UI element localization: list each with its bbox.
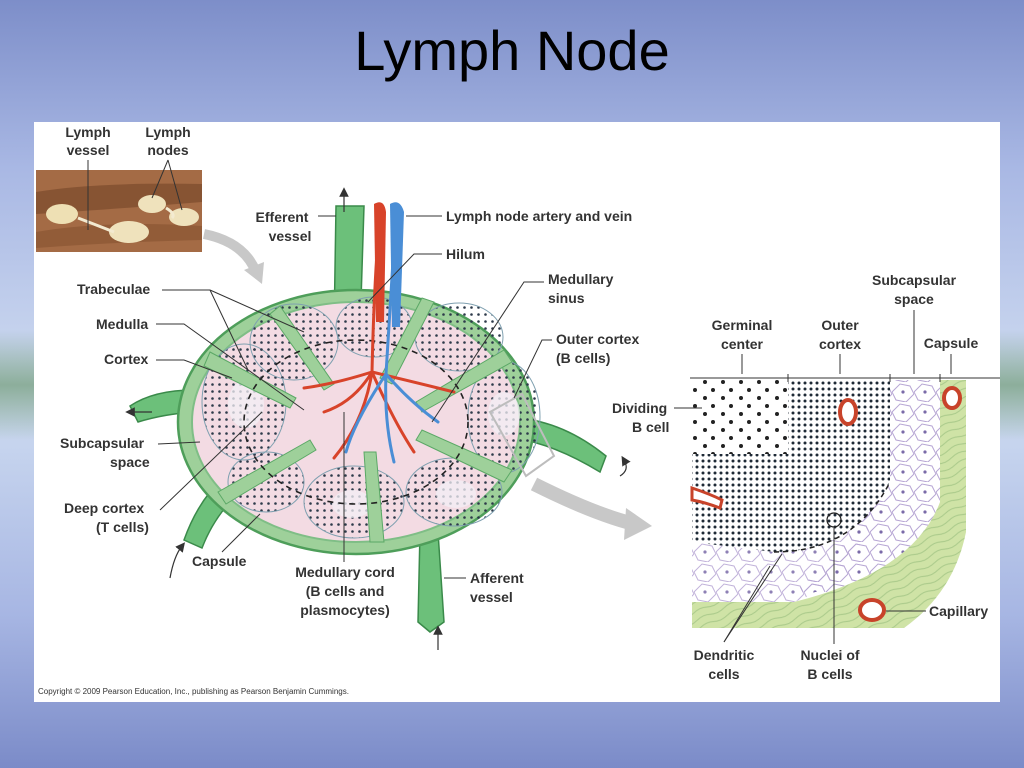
label-deep-cortex-1: Deep cortex <box>64 500 144 516</box>
detail-region-box <box>488 392 556 478</box>
label-trabeculae: Trabeculae <box>77 281 150 297</box>
label-subcapsular-detail-1: Subcapsular <box>872 272 957 288</box>
label-artery-vein: Lymph node artery and vein <box>446 208 632 224</box>
label-nuclei-2: B cells <box>807 666 852 682</box>
inset-photo <box>36 170 202 252</box>
label-subcapsular-2: space <box>110 454 150 470</box>
inset-arrow <box>202 229 261 275</box>
germinal-center-region <box>692 380 788 454</box>
deep-cortex-boundary <box>243 339 469 505</box>
label-dividing-1: Dividing <box>612 400 667 416</box>
label-nuclei-1: Nuclei of <box>800 647 859 663</box>
inset-labels: Lymph vessel Lymph nodes <box>65 124 191 230</box>
lymph-node-vein <box>390 202 404 327</box>
label-hilum: Hilum <box>446 246 485 262</box>
afferent-vessel-bottom <box>417 531 445 633</box>
b-cell-nucleus-marker <box>826 512 842 528</box>
label-medullary-cord-3: plasmocytes) <box>300 602 389 618</box>
label-efferent-1: Efferent <box>256 209 309 225</box>
label-deep-cortex-2: (T cells) <box>96 519 149 535</box>
label-lymph-vessel-2: vessel <box>67 142 110 158</box>
background-stripe-right <box>998 330 1024 440</box>
copyright-text: Copyright © 2009 Pearson Education, Inc.… <box>38 687 349 696</box>
label-dendritic-1: Dendritic <box>694 647 755 663</box>
label-medullary-sinus-2: sinus <box>548 290 585 306</box>
label-germinal-2: center <box>721 336 764 352</box>
lymph-node-diagram: Lymph vessel Lymph nodes <box>36 124 1000 696</box>
label-medulla: Medulla <box>96 316 148 332</box>
label-dendritic-2: cells <box>708 666 739 682</box>
label-afferent-1: Afferent <box>470 570 524 586</box>
label-medullary-sinus-1: Medullary <box>548 271 614 287</box>
label-capillary: Capillary <box>929 603 988 619</box>
label-outer-detail-2: cortex <box>819 336 861 352</box>
label-medullary-cord-1: Medullary cord <box>295 564 395 580</box>
slide-title: Lymph Node <box>354 19 670 82</box>
lymph-node-artery <box>374 202 386 322</box>
main-labels: Efferent vessel Lymph node artery and ve… <box>60 208 639 618</box>
capillary-bottom <box>858 598 886 622</box>
background-stripe-left <box>0 330 34 440</box>
label-outer-detail-1: Outer <box>821 317 859 333</box>
label-efferent-2: vessel <box>269 228 312 244</box>
label-medullary-cord-2: (B cells and <box>306 583 385 599</box>
label-subcapsular-1: Subcapsular <box>60 435 145 451</box>
detail-labels: Subcapsular space Germinal center Outer … <box>612 272 988 682</box>
label-afferent-2: vessel <box>470 589 513 605</box>
lymph-node-section <box>129 202 607 633</box>
capillary-top <box>838 398 858 426</box>
label-germinal-1: Germinal <box>712 317 773 333</box>
detail-arrow <box>530 477 636 531</box>
figure-panel: Lymph vessel Lymph nodes <box>34 122 1000 702</box>
label-lymph-vessel-1: Lymph <box>65 124 110 140</box>
label-cortex: Cortex <box>104 351 149 367</box>
detail-micrograph <box>690 374 1000 628</box>
inset-arrowhead <box>244 262 264 284</box>
follicle-boundary <box>773 481 891 553</box>
label-capsule-detail: Capsule <box>924 335 979 351</box>
label-lymph-nodes-2: nodes <box>147 142 188 158</box>
label-lymph-nodes-1: Lymph <box>145 124 190 140</box>
label-subcapsular-detail-2: space <box>894 291 934 307</box>
label-capsule-main: Capsule <box>192 553 247 569</box>
label-dividing-2: B cell <box>632 419 669 435</box>
label-outer-cortex-2: (B cells) <box>556 350 610 366</box>
outer-cortex-region <box>692 380 890 552</box>
label-outer-cortex-1: Outer cortex <box>556 331 639 347</box>
subcapsular-region <box>794 380 940 592</box>
